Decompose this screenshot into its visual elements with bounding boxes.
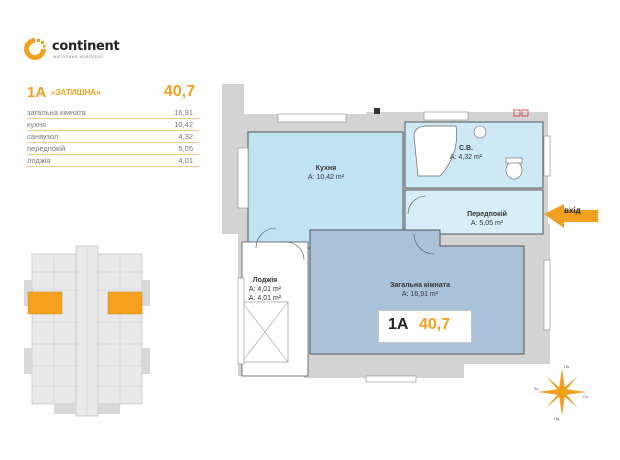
window bbox=[423, 111, 469, 121]
highlighted-apartment bbox=[27, 291, 143, 315]
entry-marker: вхід bbox=[546, 203, 598, 223]
kitchen-label: Кухня А: 10,42 m² bbox=[307, 165, 345, 181]
room-area-list: загальна кімната 16,91 кухня 10,42 санвузо… bbox=[27, 107, 199, 167]
window bbox=[237, 277, 245, 365]
room-row: передпокій 5,05 bbox=[27, 143, 199, 155]
room-name: передпокій bbox=[27, 144, 66, 153]
room-row: кухня 10,42 bbox=[27, 119, 199, 131]
living-room-label: Загальна кімната А: 16,91 m² bbox=[390, 282, 450, 298]
entry-label: вхід bbox=[564, 206, 581, 215]
compass-rose: Пн. Пд. Сх. Зх. bbox=[534, 364, 590, 421]
room-area: 4,01 bbox=[178, 156, 193, 165]
room-area: 5,05 bbox=[178, 144, 193, 153]
window bbox=[237, 147, 249, 209]
hallway-label: Передпокій А: 5,05 m² bbox=[467, 211, 507, 227]
apartment-badge: 1А 40,7 bbox=[378, 310, 472, 343]
compass-s: Пд. bbox=[554, 416, 561, 421]
bathroom-label: С.В. А: 4,32 m² bbox=[449, 145, 483, 161]
window bbox=[543, 259, 551, 331]
brand-name: continent bbox=[52, 39, 120, 54]
room-area: 10,42 bbox=[174, 120, 193, 129]
hallway-room bbox=[404, 189, 544, 235]
apartment-area: 40,7 bbox=[163, 83, 195, 100]
room-row: санвузол 4,32 bbox=[27, 131, 199, 143]
apartment-floor-plan bbox=[222, 84, 598, 383]
room-name: кухня bbox=[27, 120, 47, 129]
vent-icon bbox=[374, 108, 380, 114]
compass-e: Сх. bbox=[583, 394, 589, 399]
entry-arrow-shape bbox=[544, 204, 598, 228]
brand-logo: continent житловий комплекс bbox=[22, 36, 172, 64]
sink bbox=[473, 125, 487, 139]
compass-icon bbox=[538, 368, 586, 416]
continent-logo-icon bbox=[24, 38, 46, 60]
loggia-label: Лоджія А: 4,01 m² А: 4,01 m² bbox=[248, 277, 282, 302]
room-area: 4,32 bbox=[178, 132, 193, 141]
window bbox=[543, 135, 551, 177]
toilet bbox=[505, 160, 523, 180]
room-name: лоджія bbox=[27, 156, 51, 165]
room-row: лоджія 4,01 bbox=[27, 155, 199, 167]
floor-key-plan bbox=[24, 245, 150, 417]
window bbox=[365, 375, 417, 383]
bathtub bbox=[413, 125, 457, 177]
compass-n: Пн. bbox=[564, 364, 571, 369]
room-name: санвузол bbox=[27, 132, 59, 141]
apartment-code: 1А bbox=[27, 84, 47, 101]
loggia-room bbox=[241, 241, 309, 377]
apartment-title: 1А «ЗАТИШНА» 40,7 bbox=[27, 83, 195, 104]
room-area: 16,91 bbox=[174, 108, 193, 117]
compass-w: Зх. bbox=[534, 386, 540, 391]
brand-tagline: житловий комплекс bbox=[53, 55, 104, 59]
apartment-name: «ЗАТИШНА» bbox=[51, 88, 101, 97]
window bbox=[277, 113, 347, 123]
room-row: загальна кімната 16,91 bbox=[27, 107, 199, 119]
badge-code: 1А bbox=[388, 316, 409, 333]
room-name: загальна кімната bbox=[27, 108, 86, 117]
badge-area: 40,7 bbox=[419, 316, 451, 333]
